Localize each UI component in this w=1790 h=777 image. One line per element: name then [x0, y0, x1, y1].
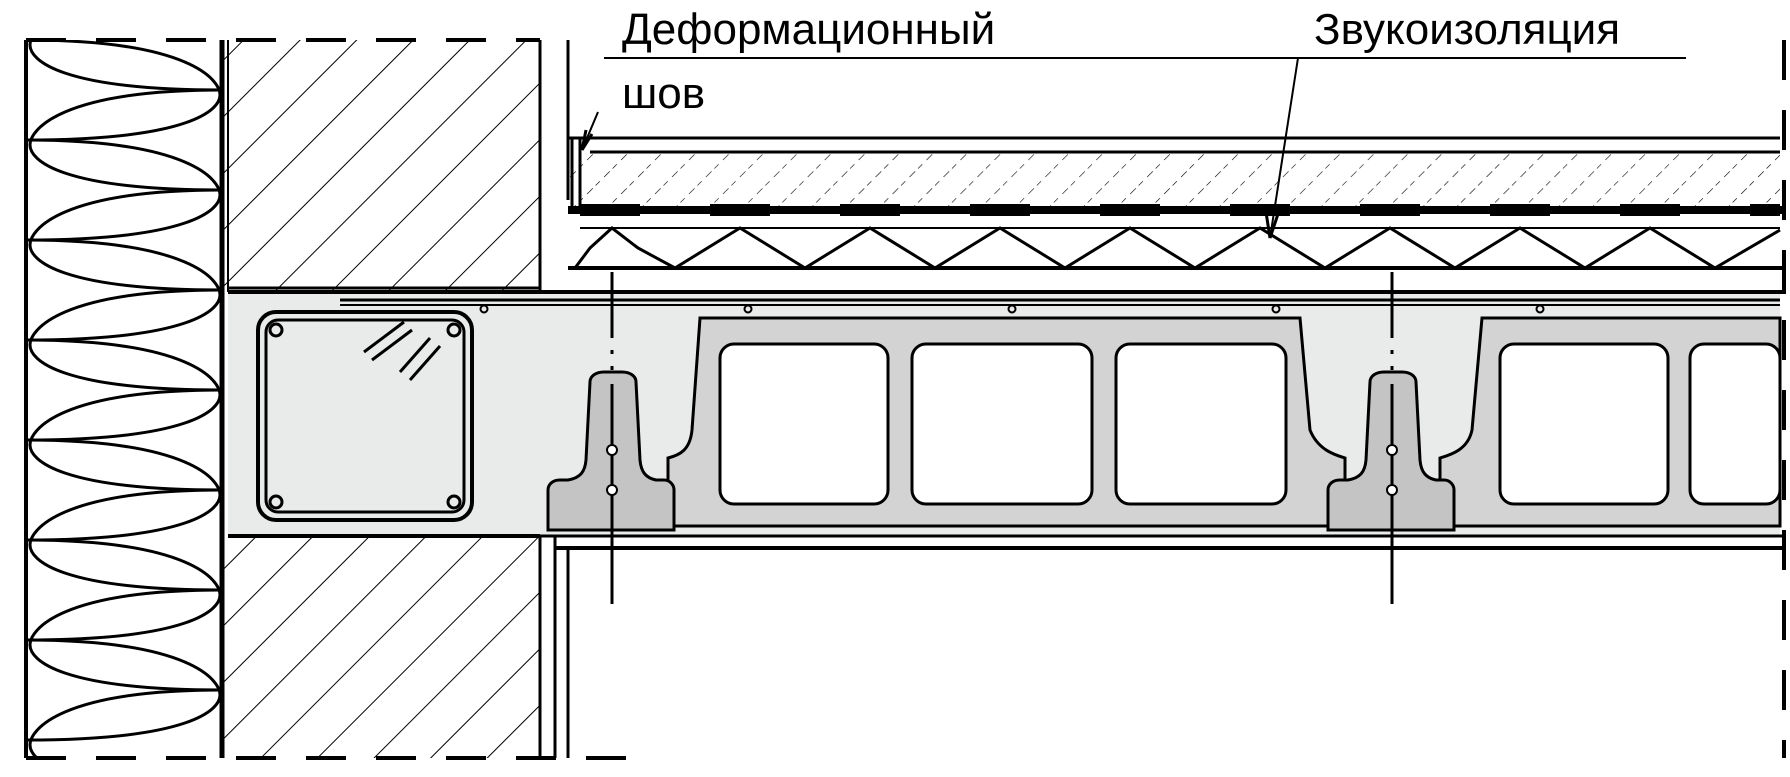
expansion-joint-label-line2: шов [622, 69, 705, 118]
hollow-block-2 [1438, 316, 1782, 528]
masonry-wall-upper [222, 40, 542, 292]
expansion-joint-label-line1: Деформационный [622, 5, 995, 54]
leader-expansion-joint [580, 57, 1070, 151]
sound-insulation-layer [568, 226, 1786, 270]
beam-bolts [606, 444, 1398, 496]
break-lines [26, 38, 1786, 760]
insulation-layer [24, 40, 225, 758]
floor-screed [568, 136, 1786, 216]
expansion-joint-strip [570, 138, 582, 208]
ring-beam-reinforcement [256, 310, 474, 522]
hollow-block-1 [666, 316, 1347, 528]
leader-sound-insulation [1070, 57, 1686, 239]
sound-insulation-label: Звукоизоляция [1314, 5, 1620, 54]
masonry-wall-lower [222, 536, 542, 758]
